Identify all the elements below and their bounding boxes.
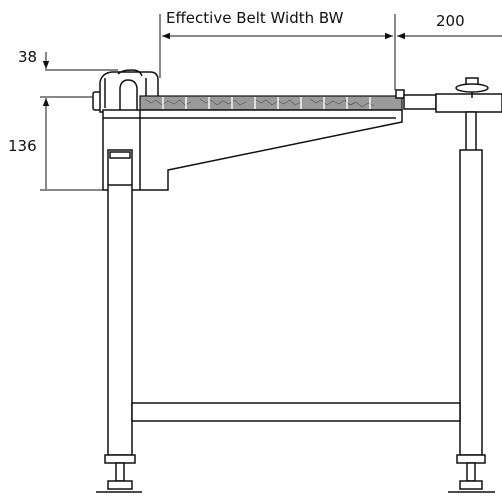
side-guide-rail [395,77,502,113]
belt-width-label: Effective Belt Width BW [166,9,344,27]
right-support-leg [448,111,495,493]
frame-height-label: 136 [8,137,37,155]
belt-support-bracket [102,109,403,191]
frame-height-dimension [40,98,105,191]
lower-cross-brace [131,402,461,422]
side-offset-label: 200 [436,12,465,30]
belt-width-dimension [159,14,396,90]
top-height-label: 38 [18,48,38,66]
left-support-leg [96,149,142,493]
conveyor-belt [139,95,403,111]
